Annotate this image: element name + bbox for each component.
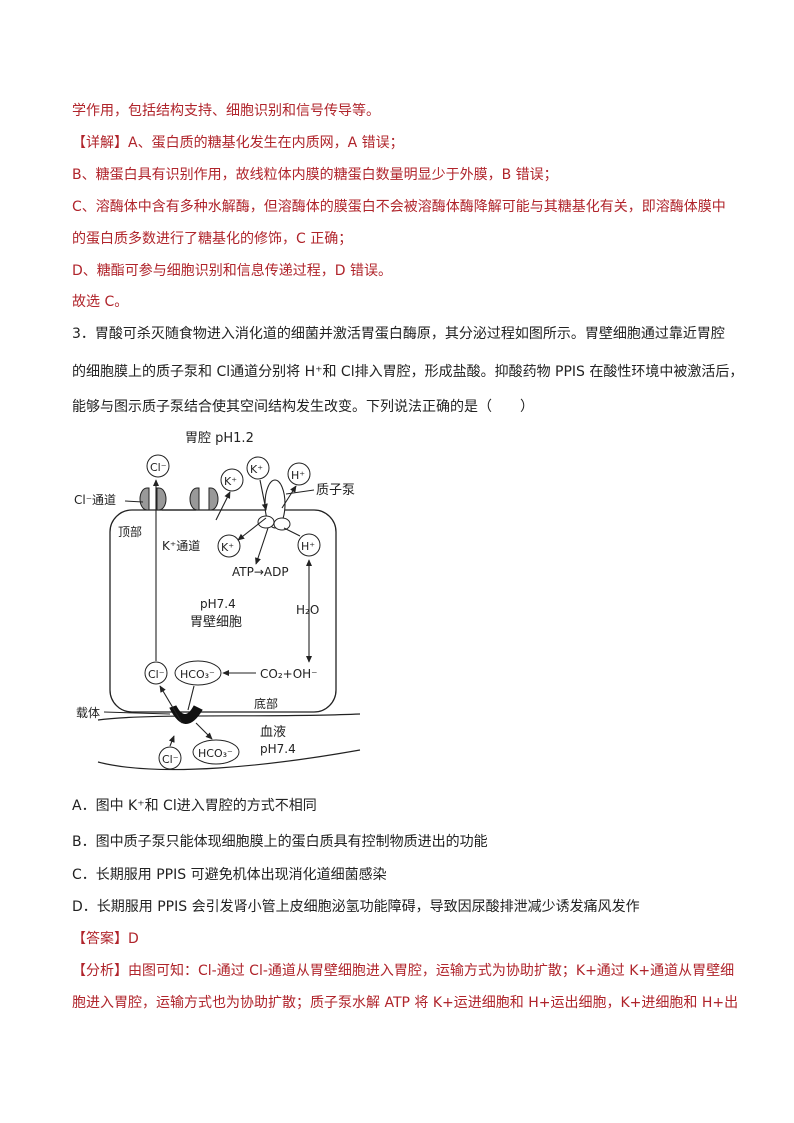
blood-ph-label: pH7.4 bbox=[260, 742, 296, 756]
text-line-4: C、溶酶体中含有多种水解酶，但溶酶体的膜蛋白不会被溶酶体酶降解可能与其糖基化有关… bbox=[72, 199, 726, 215]
ion-k-cavity: K⁺ bbox=[224, 475, 237, 488]
analysis-line-1: 【分析】由图可知：Cl-通过 Cl-通道从胃壁细胞进入胃腔，运输方式为协助扩散；… bbox=[72, 961, 734, 981]
ion-h-cavity: H⁺ bbox=[291, 469, 305, 482]
ion-k-pump: K⁺ bbox=[250, 463, 263, 476]
cell-membrane bbox=[109, 509, 337, 713]
atp-label: ATP→ADP bbox=[232, 565, 289, 579]
cell-ph-label: pH7.4 bbox=[200, 597, 236, 611]
text-line-6: D、糖酯可参与细胞识别和信息传递过程，D 错误。 bbox=[72, 263, 393, 279]
h2o-label: H₂O bbox=[296, 603, 319, 617]
text-line-3: B、糖蛋白具有识别作用，故线粒体内膜的糖蛋白数量明显少于外膜，B 错误； bbox=[72, 167, 558, 183]
cl-channel-icon bbox=[139, 487, 167, 511]
co2-label: CO₂+OH⁻ bbox=[260, 667, 318, 681]
carrier-label: 载体 bbox=[76, 706, 100, 720]
option-a: A．图中 K⁺和 Cl进入胃腔的方式不相同 bbox=[72, 798, 317, 814]
ion-cl-cell: Cl⁻ bbox=[148, 668, 165, 681]
text-line-7: 故选 C。 bbox=[72, 294, 129, 310]
text-line-1: 学作用，包括结构支持、细胞识别和信号传导等。 bbox=[72, 103, 380, 119]
base-label: 底部 bbox=[254, 696, 278, 711]
gastric-parietal-cell-diagram: 血液 pH7.4 胃腔 pH1.2 Cl⁻通道 顶部 K⁺通道 质子泵 Cl⁻ … bbox=[74, 431, 361, 771]
question-line-2: 的细胞膜上的质子泵和 Cl通道分别将 H⁺和 Cl排入胃腔，形成盐酸。抑酸药物 … bbox=[72, 364, 744, 380]
text-line-5: 的蛋白质多数进行了糖基化的修饰，C 正确； bbox=[72, 231, 353, 247]
blood-vessel bbox=[97, 713, 361, 771]
proton-pump-icon bbox=[257, 479, 291, 531]
answer-tag: 【答案】 bbox=[72, 931, 128, 947]
proton-pump-label: 质子泵 bbox=[316, 483, 355, 498]
question-line-3: 能够与图示质子泵结合使其空间结构发生改变。下列说法正确的是（ ） bbox=[72, 399, 534, 415]
option-b: B．图中质子泵只能体现细胞膜上的蛋白质具有控制物质进出的功能 bbox=[72, 834, 488, 850]
cell-name-label: 胃壁细胞 bbox=[190, 615, 242, 630]
option-c: C．长期服用 PPIS 可避免机体出现消化道细菌感染 bbox=[72, 867, 387, 883]
ion-cl-top: Cl⁻ bbox=[150, 461, 167, 474]
detail-a: A、蛋白质的糖基化发生在内质网，A 错误； bbox=[128, 135, 404, 151]
carrier-icon bbox=[169, 705, 203, 724]
ion-hco3-cell: HCO₃⁻ bbox=[180, 668, 215, 681]
detail-tag: 【详解】 bbox=[72, 135, 128, 151]
k-channel-icon bbox=[189, 487, 219, 511]
ion-hco3-blood: HCO₃⁻ bbox=[198, 747, 233, 760]
k-channel-label: K⁺通道 bbox=[162, 539, 200, 553]
apex-label: 顶部 bbox=[118, 524, 142, 539]
analysis-line-2: 胞进入胃腔，运输方式也为协助扩散；质子泵水解 ATP 将 K+运进细胞和 H+运… bbox=[72, 995, 739, 1011]
cl-channel-label: Cl⁻通道 bbox=[74, 493, 116, 507]
analysis-tag: 【分析】 bbox=[72, 963, 128, 979]
ion-h-cell: H⁺ bbox=[301, 540, 315, 553]
option-d: D．长期服用 PPIS 会引发肾小管上皮细胞泌氢功能障碍，导致因尿酸排泄减少诱发… bbox=[72, 899, 640, 915]
cavity-label: 胃腔 pH1.2 bbox=[185, 431, 254, 446]
text-line-2: 【详解】A、蛋白质的糖基化发生在内质网，A 错误； bbox=[72, 133, 404, 153]
ion-cl-blood: Cl⁻ bbox=[162, 753, 179, 766]
blood-label: 血液 bbox=[260, 725, 286, 740]
question-line-1: 3．胃酸可杀灭随食物进入消化道的细菌并激活胃蛋白酶原，其分泌过程如图所示。胃壁细… bbox=[72, 326, 725, 342]
answer-value: D bbox=[128, 931, 139, 947]
analysis-text-1: 由图可知：Cl-通过 Cl-通道从胃壁细胞进入胃腔，运输方式为协助扩散；K+通过… bbox=[128, 963, 735, 979]
ion-k-cell: K⁺ bbox=[221, 541, 234, 554]
answer-line: 【答案】D bbox=[72, 929, 139, 949]
